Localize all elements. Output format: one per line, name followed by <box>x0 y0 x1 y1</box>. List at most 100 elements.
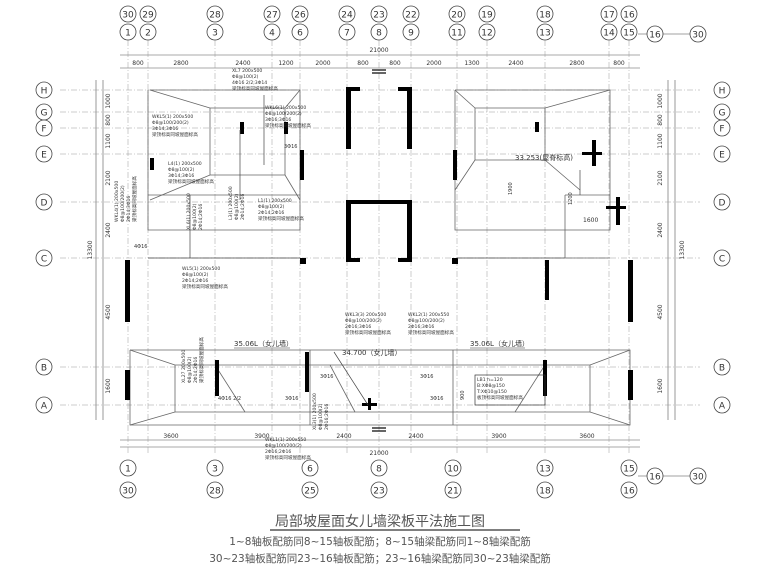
row-axis-H-left-label: H <box>41 86 48 96</box>
beam-annotation-l3-line: 2Φ14;2Φ16 <box>240 194 246 220</box>
row-axis-G-left-label: G <box>41 108 48 118</box>
dim-top-dt7: 800 <box>389 60 401 67</box>
beam-annotation-l1-line: L1(1) 200x500 <box>258 198 292 204</box>
beam-annotation-wkl6: WKL6(1) 200x500Φ8@100/200(2)3Φ16;3Φ16梁顶标… <box>265 105 311 129</box>
axis-e30: 30 <box>689 467 707 485</box>
axis-b13: 13 <box>536 23 554 41</box>
beam-annotation-l4-line: L4(1) 200x500 <box>168 161 202 167</box>
beam-annotation-wkl5-line: 3Φ14;3Φ16 <box>152 126 178 132</box>
beam-annotation-wkl4-line: 2Φ14;3Φ16 <box>126 196 132 222</box>
row-axis-A-right: A <box>713 396 731 414</box>
dim-left-dl5: 2400 <box>105 222 112 237</box>
axis-b8: 8 <box>370 23 388 41</box>
axis-b15: 15 <box>620 23 638 41</box>
dim-bottom-db5: 3900 <box>491 433 506 440</box>
axis-d21: 21 <box>444 481 462 499</box>
beam-annotation-slab-line: 板顶标高同坡屋面标高 <box>477 394 523 401</box>
beam-annotation-wkl2-line: 2Φ16;3Φ16 <box>408 324 434 330</box>
dim-1900: 1900 <box>508 182 514 195</box>
right-parapet-elevation: 35.06L（女儿墙） <box>470 339 529 348</box>
axis-b6: 6 <box>291 23 309 41</box>
row-axis-A-left: A <box>35 396 53 414</box>
dim-top-dt5: 2000 <box>315 60 330 67</box>
misc-labels: 1600 1900 900 1200 3Φ16 3Φ16 3Φ16 3Φ16 3… <box>134 144 598 402</box>
axis-b7: 7 <box>338 23 356 41</box>
dim-right-dr6: 4500 <box>657 304 664 319</box>
beam-annotation-xl7-line: Φ8@100(2) <box>232 74 259 80</box>
axis-b14: 14 <box>600 23 618 41</box>
dim-bottom-db4: 2400 <box>408 433 423 440</box>
dim-1200: 1200 <box>568 192 574 205</box>
row-axis-E-right-label: E <box>719 150 725 160</box>
row-axis-C-right-label: C <box>719 254 725 264</box>
beam-annotation-xl27-line: 梁顶标高同坡屋面标高 <box>198 337 205 383</box>
dim-right-dr4: 2100 <box>657 170 664 185</box>
axis-b4: 4 <box>263 23 281 41</box>
elevation-labels: 33.253(屋脊标高) 35.06L（女儿墙） 34.700（女儿墙） 35.… <box>234 153 573 357</box>
beam-annotation-wkl4-line: WKL4(1) 200x500 <box>114 181 120 222</box>
dim-left-dl6: 4500 <box>105 304 112 319</box>
axis-c3: 3 <box>206 459 224 477</box>
dim-right-dr2: 800 <box>657 114 664 126</box>
drawing-title: 局部坡屋面女儿墙梁板平法施工图 <box>275 514 485 530</box>
beam-annotation-slab-line: B:XΦ8@150 <box>477 383 505 389</box>
beam-annotation-l4-line: 3Φ14;3Φ16 <box>168 173 194 179</box>
beam-annotation-wkl6-line: 梁顶标高同坡屋面标高 <box>265 122 311 129</box>
total-width-bottom-label: 21000 <box>369 450 388 457</box>
axis-d25-label: 25 <box>304 486 315 496</box>
beam-annotation-wkl2-line: WKL2(1) 200x550 <box>408 312 449 318</box>
dim-top-dt6: 800 <box>357 60 369 67</box>
axis-a30: 30 <box>119 5 137 23</box>
axis-a26: 26 <box>291 5 309 23</box>
dim-bottom-db2: 3900 <box>254 433 269 440</box>
beam-annotation-wkl4-line: 梁顶标高同坡屋面标高 <box>131 176 138 222</box>
axis-c8-label: 8 <box>376 464 382 474</box>
row-axis-G-right-label: G <box>719 108 726 118</box>
beam-annotation-wkl3-line: 梁顶标高同坡屋面标高 <box>345 329 391 336</box>
note-line-1: 1~8轴板配筋同8~15轴板配筋；8~15轴梁配筋同1~8轴梁配筋 <box>229 536 531 548</box>
axis-b8-label: 8 <box>376 28 382 38</box>
beam-annotation-xl27-line: XL27 200x500 <box>181 350 187 383</box>
beam-annotation-xl7-line: XL7 200x500 <box>232 68 262 74</box>
dim-right-dr7: 1600 <box>657 378 664 393</box>
row-axis-C-right: C <box>713 249 731 267</box>
total-depth-left-label: 13300 <box>87 240 94 259</box>
beam-annotation-xl6-line: 2Φ14;2Φ16 <box>198 204 204 230</box>
row-axis-F-left-label: F <box>41 124 46 134</box>
dim-left-dl1: 1000 <box>105 93 112 108</box>
row-axis-B-right: B <box>713 358 731 376</box>
beam-annotation-wkl3-line: 2Φ16;3Φ16 <box>345 324 371 330</box>
axis-d16: 16 <box>620 481 638 499</box>
beam-annotation-wkl1-line: 2Φ16;2Φ16 <box>265 449 291 455</box>
dim-right-dr1: 1000 <box>657 93 664 108</box>
dim-bottom-db3: 2400 <box>336 433 351 440</box>
row-axis-E-left: E <box>35 145 53 163</box>
beam-annotation-l1-line: 2Φ14;2Φ16 <box>258 210 284 216</box>
axis-b2-label: 2 <box>145 28 151 38</box>
axis-c6: 6 <box>301 459 319 477</box>
beam-annotation-l4-line: 梁顶标高同坡屋面标高 <box>168 178 214 185</box>
beam-annotation-l4-line: Φ8@100(2) <box>168 167 195 173</box>
axis-a19-label: 19 <box>481 10 493 20</box>
axis-b12-label: 12 <box>481 28 492 38</box>
row-axis-H-right-label: H <box>719 86 726 96</box>
dim-left-dl4: 2100 <box>105 170 112 185</box>
axis-d23: 23 <box>370 481 388 499</box>
row-axis-A-right-label: A <box>719 401 726 411</box>
row-axis-D-left-label: D <box>41 198 48 208</box>
rebar-b: 3Φ16 <box>320 374 333 380</box>
dim-top-dt8: 2000 <box>426 60 441 67</box>
rebar-e: 3Φ16 <box>430 396 443 402</box>
beam-annotation-wl5-line: 梁顶标高同坡屋面标高 <box>182 283 228 290</box>
axis-s30-label: 30 <box>692 30 704 40</box>
axis-a18-label: 18 <box>539 10 551 20</box>
beam-annotation-l4: L4(1) 200x500Φ8@100(2)3Φ14;3Φ16梁顶标高同坡屋面标… <box>168 161 214 185</box>
axis-a30-label: 30 <box>122 10 134 20</box>
axis-b3: 3 <box>206 23 224 41</box>
row-axis-D-right-label: D <box>719 198 726 208</box>
